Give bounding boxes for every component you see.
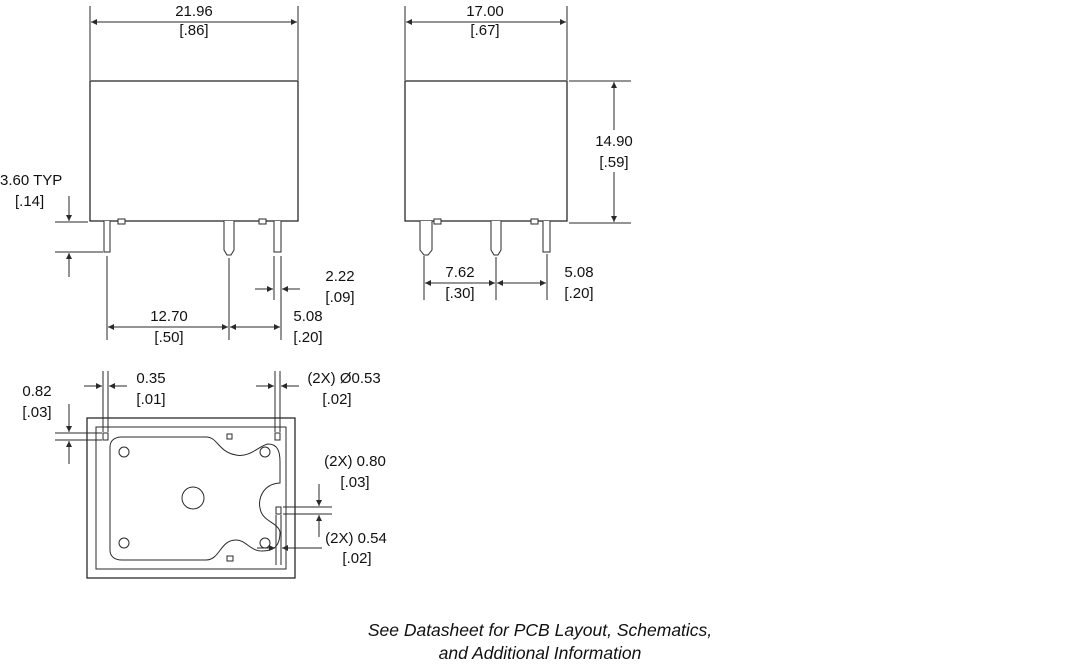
side-spacing-a-label: 7.62 xyxy=(445,264,474,281)
mount-hole xyxy=(259,446,271,458)
pin-width-label: 2.22 xyxy=(325,268,354,285)
front-spacing-a-inch-label: [.50] xyxy=(154,329,183,346)
side-width-inch-label: [.67] xyxy=(470,22,499,39)
side-view: 17.00 [.67] 14.90 [.59] 7.62 [.30] 5.08 … xyxy=(404,3,635,302)
pin-width-2x-label: (2X) 0.54 xyxy=(325,530,387,547)
pin-diameter-label: (2X) Ø0.53 xyxy=(307,370,380,387)
pin-stub-label: 3.60 TYP xyxy=(0,172,62,189)
datasheet-note-line2: and Additional Information xyxy=(439,643,642,663)
pin-width-inch-label: [.09] xyxy=(325,289,354,306)
mount-hole xyxy=(118,537,130,549)
pin-3 xyxy=(273,221,282,253)
pin-pad xyxy=(117,218,126,225)
front-spacing-b-inch-label: [.20] xyxy=(293,329,322,346)
pin-2 xyxy=(223,221,235,256)
side-width-label: 17.00 xyxy=(466,3,504,20)
front-view: 21.96 [.86] 3.60 TYP [.14] 2.22 [.09] 12… xyxy=(0,3,355,346)
side-spacing-a-inch-label: [.30] xyxy=(445,285,474,302)
mount-hole xyxy=(118,446,130,458)
pin-thickness-inch-label: [.01] xyxy=(136,391,165,408)
front-spacing-b-label: 5.08 xyxy=(293,308,322,325)
side-spacing-b-inch-label: [.20] xyxy=(564,285,593,302)
pin-footprint xyxy=(226,555,234,562)
side-pin-1 xyxy=(419,221,433,256)
side-height-label: 14.90 xyxy=(595,133,633,150)
pin-pad xyxy=(433,218,442,225)
relay-outline-bottom xyxy=(86,417,296,579)
pin-thickness-label: 0.35 xyxy=(136,370,165,387)
side-spacing-b-label: 5.08 xyxy=(564,264,593,281)
pin-1 xyxy=(103,221,111,253)
front-spacing-a-label: 12.70 xyxy=(150,308,188,325)
pin-footprint xyxy=(274,432,281,441)
pin-offset-label: 0.82 xyxy=(22,383,51,400)
pin-offset-inch-label: [.03] xyxy=(22,404,51,421)
side-pin-2 xyxy=(490,221,502,256)
bottom-view: 0.82 [.03] 0.35 [.01] (2X) Ø0.53 [.02] (… xyxy=(22,370,387,579)
pin-footprint xyxy=(275,506,282,515)
pin-stub-inch-label: [.14] xyxy=(15,193,44,210)
pin-pad xyxy=(258,218,267,225)
datasheet-note-line1: See Datasheet for PCB Layout, Schematics… xyxy=(368,620,712,640)
center-hole xyxy=(181,486,205,510)
side-height-inch-label: [.59] xyxy=(599,154,628,171)
pin-footprint xyxy=(226,433,233,440)
pin-length-label: (2X) 0.80 xyxy=(324,453,386,470)
front-width-inch-label: [.86] xyxy=(179,22,208,39)
label-backing xyxy=(595,130,635,172)
pin-pad xyxy=(530,218,539,225)
relay-body-front xyxy=(89,80,299,222)
pin-diameter-inch-label: [.02] xyxy=(322,391,351,408)
pin-footprint xyxy=(102,432,109,441)
front-width-label: 21.96 xyxy=(175,3,213,20)
pcb-pad-outline xyxy=(109,436,281,561)
pin-length-inch-label: [.03] xyxy=(340,474,369,491)
relay-body-side xyxy=(404,80,568,222)
side-pin-3 xyxy=(542,221,551,253)
inner-outline xyxy=(95,426,287,570)
pin-width-2x-inch-label: [.02] xyxy=(342,550,371,567)
